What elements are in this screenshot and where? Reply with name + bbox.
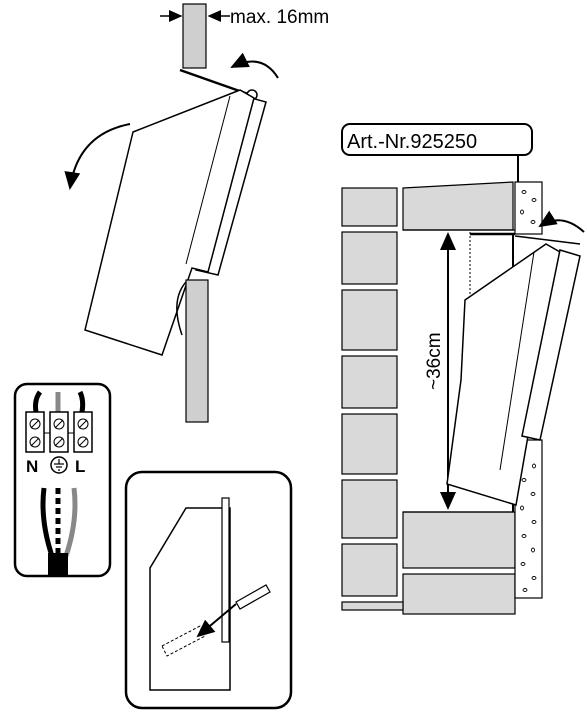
inset-screw-dashed <box>161 625 206 657</box>
wall-installation-figure: Art.-Nr.925250 <box>341 123 585 615</box>
wall-rotation-arrow-icon <box>538 210 585 233</box>
terminal-n-label: N <box>26 457 38 476</box>
article-number-label: Art.-Nr.925250 <box>347 131 477 153</box>
wall-hinge <box>514 235 581 245</box>
housing-box <box>84 89 255 356</box>
wire-l-bottom <box>63 487 78 557</box>
wall-strip-top <box>182 3 207 69</box>
cable <box>176 281 187 336</box>
terminal-block-figure: N L <box>13 382 112 578</box>
wall-housing <box>446 243 561 506</box>
insert-arrow <box>196 603 237 638</box>
wire-n-bottom <box>40 487 55 557</box>
wire-n-top <box>33 390 43 413</box>
rotation-arrow-icon <box>230 52 279 79</box>
article-number-box <box>341 123 533 156</box>
cable-sheath <box>48 553 68 575</box>
inset-screw <box>235 584 271 610</box>
wall-housing-edge <box>499 251 535 471</box>
wire-l-top <box>77 390 86 413</box>
hinge-flap <box>179 68 249 96</box>
screw-terminal-icon <box>25 411 93 453</box>
height-label: ~36cm <box>424 332 445 390</box>
detail-inset-figure <box>124 470 293 710</box>
housing-edge <box>185 95 231 265</box>
inset-panel <box>221 497 230 643</box>
max-depth-label: max. 16mm <box>230 7 329 28</box>
wall-strip-bottom <box>185 279 209 423</box>
terminal-l-label: L <box>75 457 85 476</box>
earth-ground-icon <box>50 456 68 474</box>
brick-wall <box>341 181 516 615</box>
flap-installation-figure: max. 16mm <box>64 3 329 423</box>
swing-arrow-icon <box>64 123 131 190</box>
wall-flap <box>521 249 581 441</box>
